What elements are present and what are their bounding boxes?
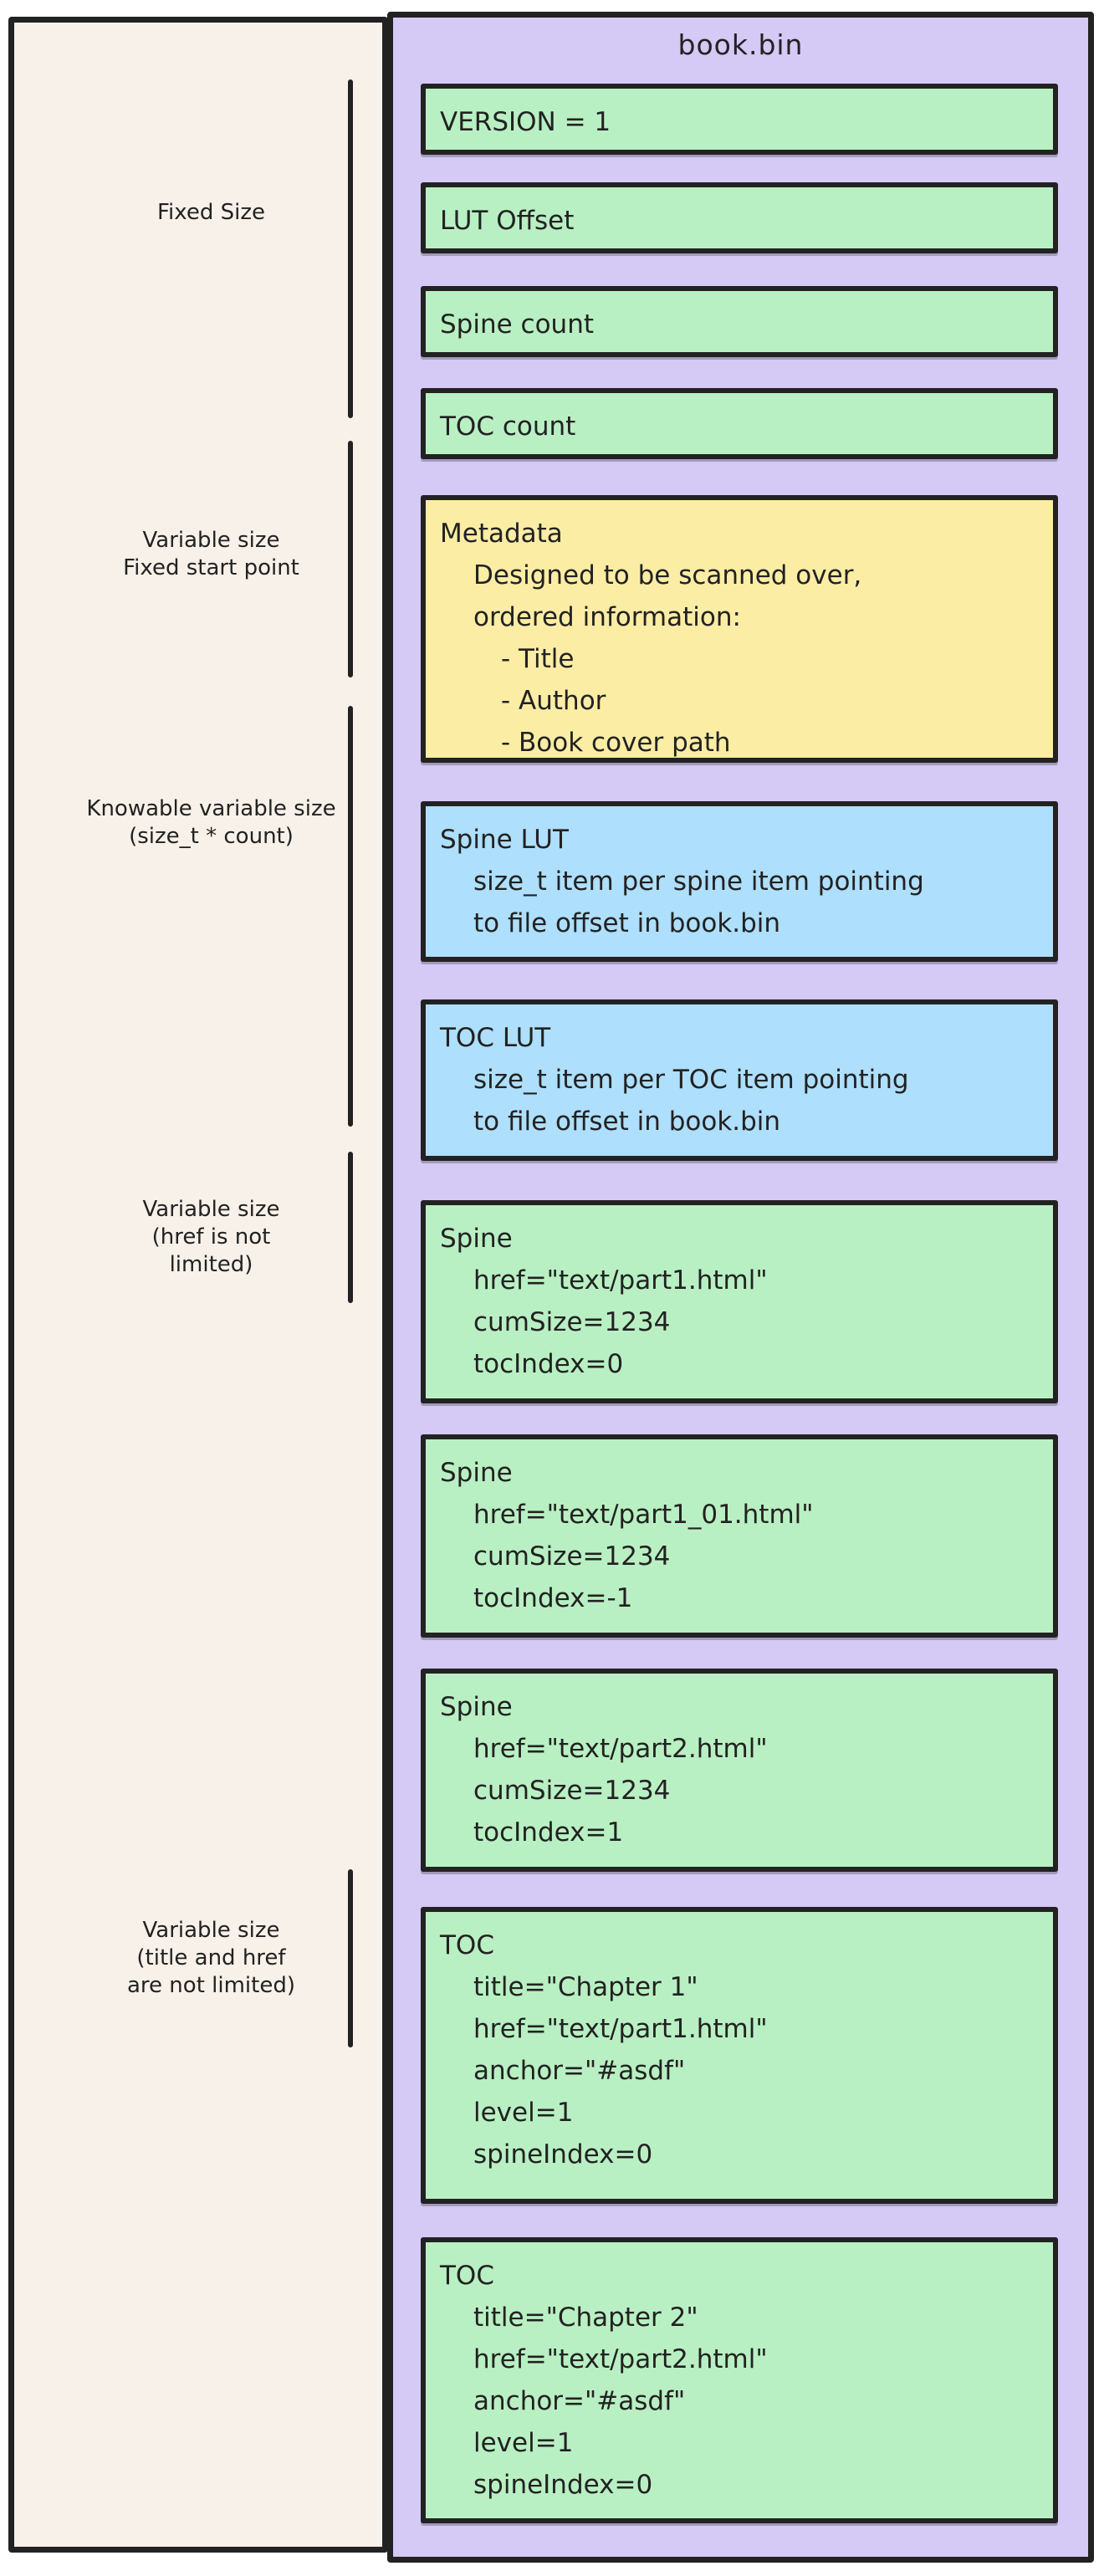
field-box-version: VERSION = 1 — [421, 84, 1058, 155]
field-box-toc-count: TOC count — [421, 388, 1058, 459]
field-box-toc-2: TOC title="Chapter 2" href="text/part2.h… — [421, 2237, 1058, 2523]
bracket-variable-size-title-href — [348, 1869, 353, 2047]
box-line: href="text/part1.html" — [473, 2014, 768, 2044]
box-line: cumSize=1234 — [473, 1307, 671, 1337]
label-line: Variable size — [142, 1197, 280, 1222]
field-box-lut-offset: LUT Offset — [421, 182, 1058, 253]
box-line: to file offset in book.bin — [473, 908, 781, 938]
label-line: (title and href — [136, 1945, 286, 1970]
label-line: Variable size — [142, 528, 280, 553]
label-line: Fixed start point — [123, 555, 299, 580]
box-line: to file offset in book.bin — [473, 1107, 781, 1137]
field-box-spine-count: Spine count — [421, 286, 1058, 357]
box-line: Designed to be scanned over, — [473, 560, 862, 590]
label-line: Knowable variable size — [86, 796, 336, 821]
section-label-fixed-size: Fixed Size — [46, 199, 376, 227]
box-line: tocIndex=1 — [473, 1817, 624, 1848]
field-box-metadata: Metadata Designed to be scanned over, or… — [421, 495, 1058, 763]
field-box-spine-lut: Spine LUT size_t item per spine item poi… — [421, 801, 1058, 962]
box-line: size_t item per TOC item pointing — [473, 1065, 909, 1095]
box-title: Spine — [440, 1692, 513, 1722]
bracket-knowable-variable-size — [348, 706, 353, 1127]
box-line: cumSize=1234 — [473, 1776, 671, 1806]
bracket-variable-size-href — [348, 1152, 353, 1303]
box-line: - Title — [501, 644, 575, 674]
box-line: tocIndex=0 — [473, 1349, 624, 1379]
box-line: spineIndex=0 — [473, 2139, 653, 2170]
box-line: title="Chapter 1" — [473, 1972, 698, 2002]
container-title: book.bin — [677, 28, 804, 61]
field-box-spine-3: Spine href="text/part2.html" cumSize=123… — [421, 1669, 1058, 1872]
box-line: tocIndex=-1 — [473, 1583, 633, 1613]
box-title: TOC — [440, 1930, 494, 1960]
box-line: href="text/part1_01.html" — [473, 1500, 814, 1530]
box-line: - Author — [501, 686, 606, 716]
box-line: href="text/part1.html" — [473, 1265, 768, 1296]
box-title: Spine — [440, 1224, 513, 1254]
box-line: anchor="#asdf" — [473, 2056, 686, 2086]
section-label-knowable-variable-size: Knowable variable size (size_t * count) — [46, 795, 376, 851]
box-line: level=1 — [473, 2428, 574, 2458]
box-title: TOC count — [440, 411, 576, 442]
box-title: VERSION = 1 — [440, 107, 611, 137]
box-title: TOC LUT — [440, 1023, 551, 1053]
label-line: (href is not — [151, 1224, 271, 1250]
field-box-toc-1: TOC title="Chapter 1" href="text/part1.h… — [421, 1907, 1058, 2204]
field-box-spine-1: Spine href="text/part1.html" cumSize=123… — [421, 1200, 1058, 1403]
box-title: Spine — [440, 1458, 513, 1488]
box-line: anchor="#asdf" — [473, 2386, 686, 2416]
annotation-panel — [8, 17, 388, 2553]
label-line: Variable size — [142, 1918, 280, 1943]
box-line: spineIndex=0 — [473, 2470, 653, 2500]
box-line: ordered information: — [473, 602, 741, 632]
box-title: TOC — [440, 2261, 494, 2291]
field-box-toc-lut: TOC LUT size_t item per TOC item pointin… — [421, 999, 1058, 1161]
box-line: level=1 — [473, 2098, 574, 2128]
box-title: LUT Offset — [440, 206, 575, 236]
field-box-spine-2: Spine href="text/part1_01.html" cumSize=… — [421, 1434, 1058, 1638]
bracket-fixed-size — [348, 79, 353, 418]
box-title: Metadata — [440, 519, 563, 549]
box-title: Spine LUT — [440, 825, 569, 855]
box-line: cumSize=1234 — [473, 1541, 671, 1572]
label-line: (size_t * count) — [129, 824, 294, 849]
bracket-variable-size-fixed-start — [348, 441, 353, 677]
box-line: href="text/part2.html" — [473, 1734, 768, 1764]
box-line: size_t item per spine item pointing — [473, 866, 924, 897]
section-label-variable-size-fixed-start: Variable size Fixed start point — [46, 527, 376, 582]
label-line: limited) — [169, 1252, 253, 1277]
box-line: - Book cover path — [501, 728, 731, 758]
box-line: href="text/part2.html" — [473, 2344, 768, 2374]
label-line: are not limited) — [127, 1973, 295, 1998]
section-label-variable-size-title-href: Variable size (title and href are not li… — [46, 1917, 376, 2000]
box-line: title="Chapter 2" — [473, 2303, 698, 2333]
box-title: Spine count — [440, 309, 595, 340]
label-line: Fixed Size — [156, 200, 265, 225]
section-label-variable-size-href: Variable size (href is not limited) — [46, 1196, 376, 1279]
